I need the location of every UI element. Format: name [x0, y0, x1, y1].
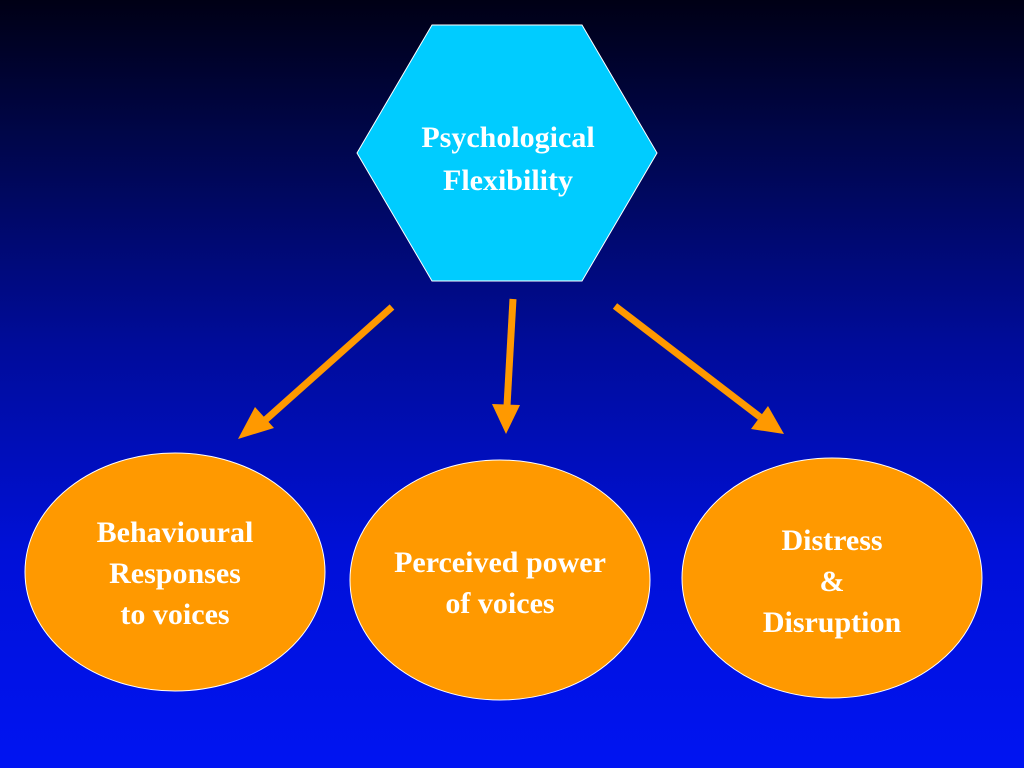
hub-hexagon	[356, 24, 658, 282]
arrow-to-behavioural	[238, 304, 395, 439]
hub-label: Psychological Flexibility	[358, 116, 658, 202]
outcome-ellipse-behavioural	[24, 452, 326, 692]
outcome-label-distress: Distress & Disruption	[682, 520, 982, 643]
outcome-label-line: to voices	[120, 598, 230, 631]
hub-label-line-1: Psychological	[421, 121, 595, 154]
outcome-label-behavioural: Behavioural Responses to voices	[25, 512, 325, 635]
arrow-to-perceived-power	[492, 298, 520, 434]
outcome-label-line: Perceived power	[394, 546, 606, 579]
outcome-ellipse-perceived-power	[349, 459, 651, 701]
outcome-label-line: Behavioural	[96, 516, 254, 549]
hub-label-line-2: Flexibility	[443, 164, 573, 197]
arrow-to-distress	[612, 303, 784, 434]
outcome-label-line: Distress	[781, 524, 883, 557]
outcome-label-perceived-power: Perceived power of voices	[350, 542, 650, 624]
outcome-label-line: Responses	[109, 557, 241, 590]
outcome-label-line: &	[819, 565, 845, 598]
outcome-ellipse-distress	[681, 457, 983, 699]
outcome-label-line: of voices	[445, 587, 555, 620]
outcome-label-line: Disruption	[762, 606, 902, 639]
